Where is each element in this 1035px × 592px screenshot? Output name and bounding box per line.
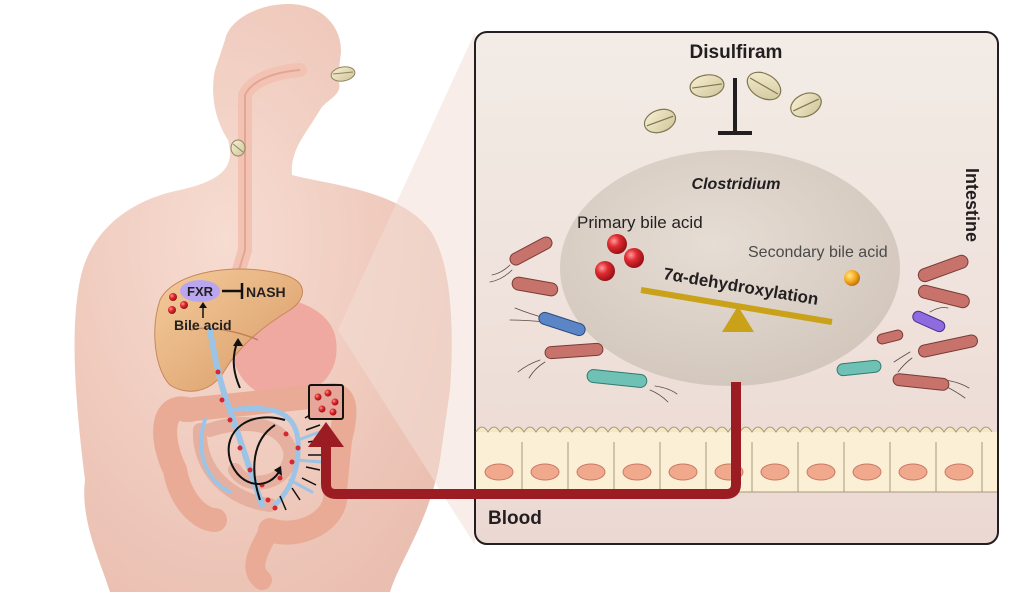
intestine-label: Intestine — [962, 168, 982, 242]
pill-mouth — [330, 66, 356, 82]
bile-acid-dots-in-vessel — [215, 369, 301, 511]
blood-return-arrow — [308, 382, 741, 499]
clostridium-label: Clostridium — [692, 176, 781, 193]
disulfiram-pills — [643, 71, 822, 134]
balance-scale — [640, 287, 833, 332]
enterohepatic-arrows — [227, 338, 286, 501]
secondary-bile-acid-label: Secondary bile acid — [748, 244, 888, 261]
esophagus — [223, 63, 307, 307]
liver-bile-acid-dots — [168, 293, 188, 314]
disulfiram-label: Disulfiram — [690, 42, 783, 63]
disulfiram-inhibition-symbol — [718, 78, 752, 135]
bile-acid-to-fxr-arrow — [199, 302, 207, 318]
bile-acid-label: Bile acid — [174, 317, 232, 333]
primary-bile-acid-label: Primary bile acid — [577, 213, 703, 232]
pill-esophagus — [230, 139, 246, 157]
zoom-box — [308, 384, 344, 420]
primary-bile-acid-balls — [595, 234, 644, 281]
secondary-bile-acid-ball — [844, 270, 860, 286]
gut-bacteria — [489, 236, 978, 403]
clostridium-bubble — [560, 150, 900, 386]
fxr-label: FXR — [187, 284, 214, 299]
nash-label: NASH — [246, 284, 286, 300]
fxr-oval — [180, 280, 220, 302]
portal-vein — [199, 327, 327, 508]
blood-label: Blood — [488, 508, 542, 529]
